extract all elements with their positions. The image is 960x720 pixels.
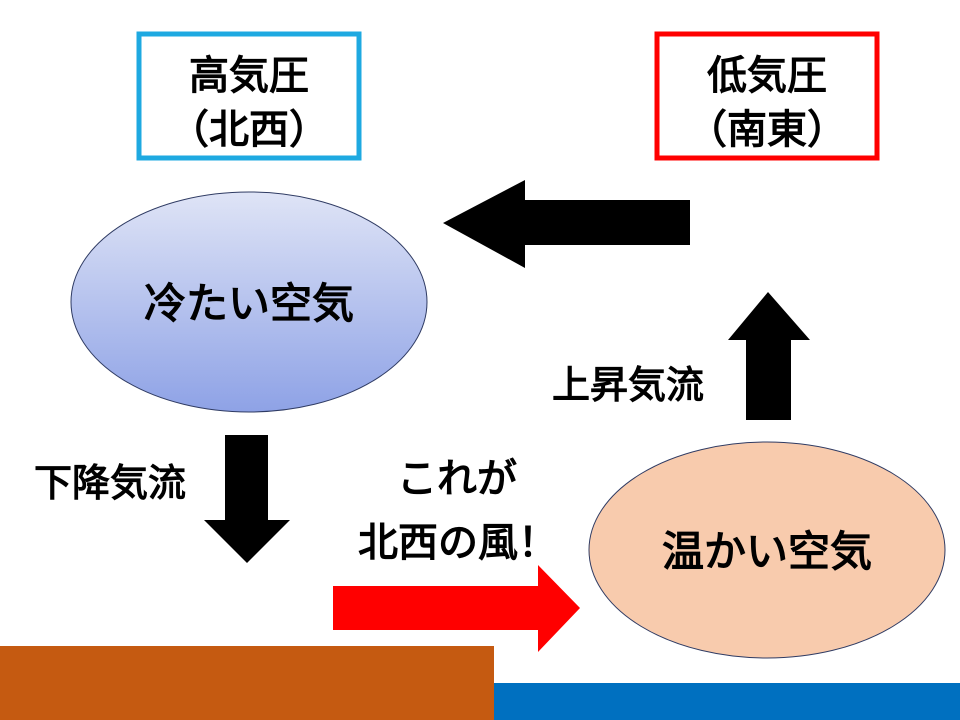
- land: [0, 646, 494, 720]
- low-pressure-title: 低気圧: [707, 53, 827, 99]
- cold-air-ellipse: 冷たい空気: [70, 191, 428, 413]
- ascending-airflow-label: 上昇気流: [552, 363, 704, 407]
- high-pressure-title: 高気圧: [189, 53, 309, 99]
- up-arrow-icon: [728, 292, 810, 420]
- down-arrow-icon: [204, 435, 290, 563]
- wind-arrow-icon: [333, 565, 580, 652]
- wind-label-line1: これが: [397, 456, 517, 502]
- low-pressure-location: （南東）: [687, 107, 847, 153]
- cold-air-label: 冷たい空気: [144, 279, 354, 328]
- high-pressure-location: （北西）: [169, 107, 329, 153]
- low-pressure-box: 低気圧 （南東）: [654, 31, 880, 161]
- left-arrow-icon: [443, 180, 690, 268]
- warm-air-label: 温かい空気: [662, 527, 872, 576]
- high-pressure-box: 高気圧 （北西）: [136, 31, 362, 161]
- wind-label-line2: 北西の風！: [358, 520, 558, 566]
- sea: [494, 683, 960, 720]
- descending-airflow-label: 下降気流: [34, 461, 186, 505]
- warm-air-ellipse: 温かい空気: [588, 441, 946, 659]
